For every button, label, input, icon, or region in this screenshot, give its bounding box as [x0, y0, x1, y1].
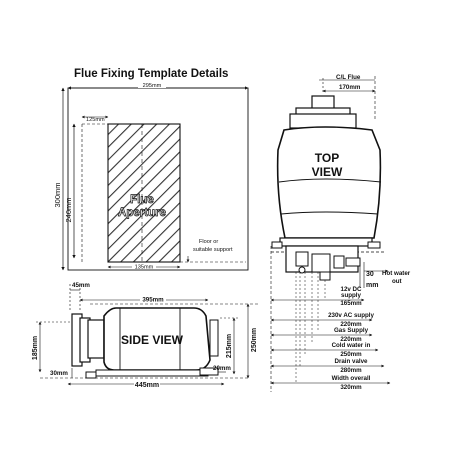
heater-body-side [103, 307, 211, 371]
svg-text:280mm: 280mm [340, 367, 362, 374]
aperture-label-line1: Flue [130, 194, 154, 206]
side-dimension-45: 45mm [72, 282, 90, 289]
aperture-height-label: 240mm [64, 197, 73, 222]
svg-text:Gas Supply: Gas Supply [334, 327, 369, 334]
svg-text:220mm: 220mm [340, 336, 362, 343]
connection-drain-valve: Drain valve 280mm [270, 358, 385, 374]
side-view: 45mm 395mm SIDE VIEW 185mm 30mm [32, 282, 258, 389]
side-dimension-20: 20mm [213, 365, 231, 372]
svg-text:Cold water in: Cold water in [332, 342, 371, 349]
svg-text:230v AC supply: 230v AC supply [328, 312, 374, 319]
aperture-offset-label: 125mm [86, 117, 105, 123]
connection-12v-dc: 12v DC supply 165mm [270, 286, 365, 307]
side-view-label: SIDE VIEW [121, 333, 184, 347]
hot-water-offset-value: 30 [366, 271, 374, 278]
svg-text:220mm: 220mm [340, 321, 362, 328]
hot-water-label-line2: out [392, 278, 402, 285]
svg-text:Drain valve: Drain valve [334, 358, 368, 365]
side-dimension-215: 215mm [226, 334, 233, 358]
svg-text:Width overall: Width overall [332, 375, 371, 382]
top-view: C/L Flue 170mm TOP VIEW 30 mm Hot water … [270, 74, 411, 392]
aperture-label-line2: Aperture [118, 207, 166, 219]
floor-label-line2: suitable support [193, 247, 233, 253]
side-dimension-395: 395mm [142, 297, 164, 304]
template-width-label: 295mm [143, 83, 162, 89]
top-view-label-line2: VIEW [312, 165, 343, 179]
side-dimension-445: 445mm [135, 382, 159, 389]
cl-flue-dimension-label: 170mm [339, 84, 361, 91]
cl-flue-label: C/L Flue [336, 74, 361, 81]
side-dimension-185: 185mm [32, 336, 39, 360]
flue-aperture [107, 123, 181, 263]
width-overall: Width overall 320mm [270, 375, 391, 391]
connection-dimensions: 12v DC supply 165mm 230v AC supply 220mm… [270, 286, 391, 391]
svg-text:165mm: 165mm [340, 300, 362, 307]
heater-body-top [276, 126, 382, 239]
svg-text:320mm: 320mm [340, 384, 362, 391]
floor-label-line1: Floor or [199, 239, 218, 245]
template-height-label: 300mm [53, 182, 62, 207]
svg-text:250mm: 250mm [340, 351, 362, 358]
flue-template: 295mm 300mm 240mm 125mm Flue Aperture Fl… [53, 81, 249, 271]
top-view-label-line1: TOP [315, 151, 339, 165]
svg-text:supply: supply [341, 292, 361, 299]
hot-water-offset-unit: mm [366, 282, 378, 289]
connection-gas-supply: Gas Supply 220mm [270, 327, 373, 343]
svg-text:12v DC: 12v DC [341, 286, 363, 293]
side-dimension-30: 30mm [50, 370, 68, 377]
aperture-width-label: 135mm [135, 265, 154, 271]
connection-230v-ac: 230v AC supply 220mm [270, 312, 374, 328]
connection-cold-water-in: Cold water in 250mm [270, 342, 379, 358]
hot-water-label-line1: Hot water [382, 270, 411, 277]
side-dimension-250: 250mm [251, 328, 258, 352]
diagram-title: Flue Fixing Template Details [74, 68, 228, 80]
